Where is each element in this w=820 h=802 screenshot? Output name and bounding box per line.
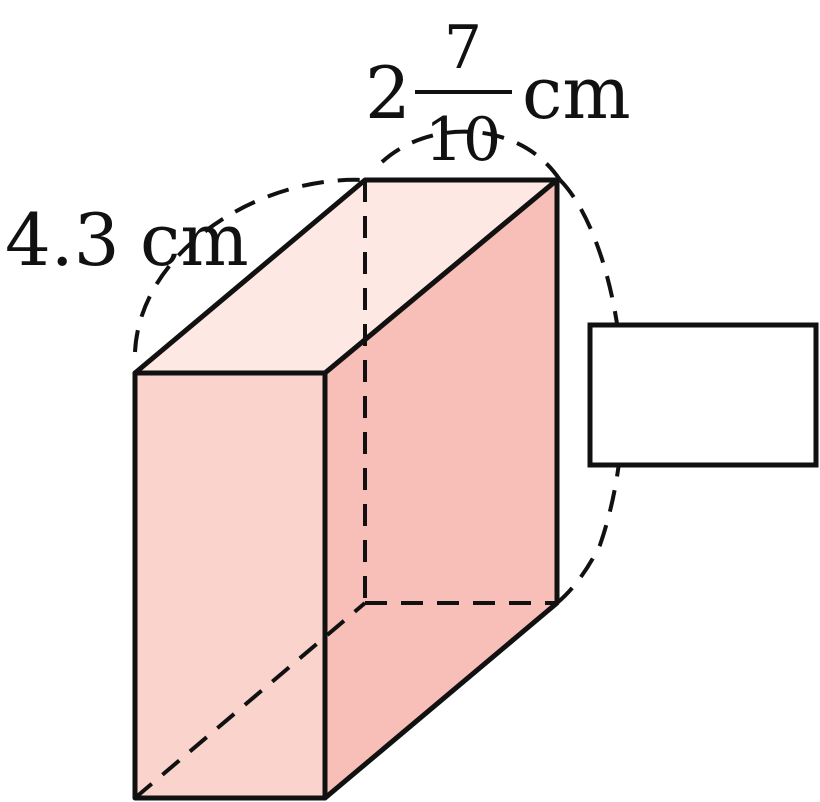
left-edge-arc: [133, 177, 366, 353]
measure-arcs: [133, 129, 625, 605]
hidden-edge-depth-bottom: [133, 601, 367, 800]
hidden-edges: [133, 180, 557, 800]
top-dimension-denominator: 10: [425, 105, 501, 175]
answer-box[interactable]: [587, 322, 819, 468]
left-dimension-label: 4.3 cm: [5, 198, 249, 282]
left-dimension-value: 4.3: [5, 198, 120, 282]
front-face: [132, 370, 328, 801]
top-dimension-unit: cm: [522, 51, 631, 135]
top-dimension-label: 2 7 10 cm: [365, 13, 631, 175]
left-dimension-unit: cm: [140, 198, 249, 282]
top-dimension-numerator: 7: [444, 13, 482, 83]
top-dimension-whole: 2: [365, 51, 411, 135]
